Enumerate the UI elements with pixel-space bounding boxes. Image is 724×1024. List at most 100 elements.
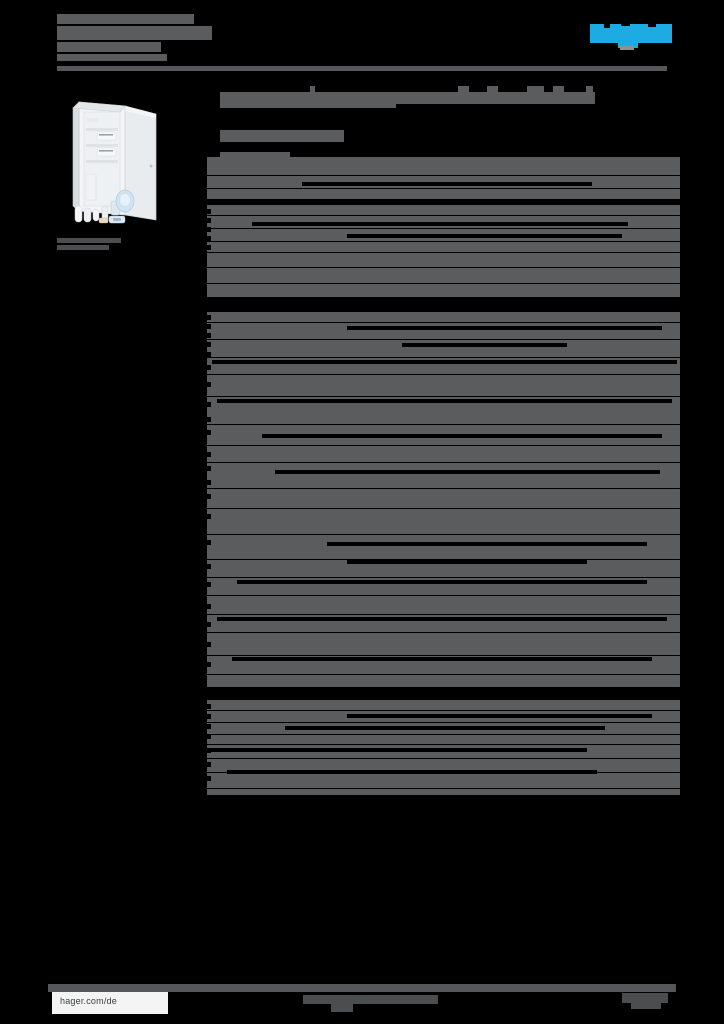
spec-row-divider	[207, 595, 680, 596]
spec-label-notch	[207, 333, 211, 338]
spec-label-notch	[207, 382, 211, 387]
footer-url-label: hager.com/de	[60, 996, 117, 1006]
hager-logo-shadow	[620, 46, 634, 50]
document-subtitle-redacted	[220, 130, 344, 142]
spec-label-notch	[207, 604, 211, 609]
document-title-redacted	[220, 92, 595, 104]
title-ascender-3	[487, 86, 498, 93]
spec-label-notch	[207, 734, 211, 739]
hager-logo	[590, 22, 672, 50]
spec-row-divider	[207, 734, 680, 735]
footer-url-box[interactable]: hager.com/de	[52, 992, 168, 1014]
spec-label-notch	[207, 365, 211, 370]
spec-label-notch	[207, 540, 211, 545]
product-photo-enclosure	[72, 101, 157, 224]
spec-row-divider	[207, 339, 680, 340]
footer-page-number-redacted-line2	[631, 1003, 661, 1009]
header-title-line-3	[57, 42, 161, 52]
spec-row-divider	[207, 252, 680, 253]
spec-label-notch	[207, 622, 211, 627]
spec-label-notch	[207, 494, 211, 499]
spec-value-gap	[347, 326, 662, 330]
spec-row-divider	[207, 559, 680, 560]
spec-value-gap	[232, 657, 652, 661]
spec-value-gap	[275, 470, 660, 474]
spec-label-notch	[207, 236, 211, 241]
spec-row-divider	[207, 655, 680, 656]
spec-label-notch	[207, 514, 211, 519]
spec-block-block-3	[207, 700, 680, 795]
footer-page-number-redacted	[622, 993, 668, 1003]
spec-row-divider	[207, 188, 680, 189]
spec-row-divider	[207, 534, 680, 535]
spec-row-divider	[207, 788, 680, 789]
spec-label-notch	[207, 452, 211, 457]
spec-block-block-1	[207, 205, 680, 297]
spec-value-gap	[347, 234, 622, 238]
footer-center-redacted-line2	[331, 1004, 353, 1012]
header-title-line-1	[57, 14, 194, 24]
header-title-redacted	[57, 14, 212, 61]
product-caption-redacted	[57, 238, 121, 243]
title-ascender-2	[458, 86, 469, 93]
hager-logo-tail	[618, 42, 638, 48]
spec-value-gap	[402, 343, 567, 347]
spec-value-gap	[302, 182, 592, 186]
document-footer: hager.com/de	[48, 984, 676, 1014]
spec-value-gap	[227, 770, 597, 774]
spec-label-notch	[207, 480, 211, 485]
spec-value-gap	[252, 222, 628, 226]
spec-value-gap	[347, 560, 587, 564]
spec-label-notch	[207, 315, 211, 320]
spec-row-divider	[207, 445, 680, 446]
spec-row-divider	[207, 322, 680, 323]
spec-value-gap	[217, 617, 667, 621]
title-ascender-5	[553, 86, 564, 93]
spec-label-notch	[207, 582, 211, 587]
title-ascender-1	[310, 86, 315, 93]
spec-row-divider	[207, 674, 680, 675]
spec-value-gap	[212, 360, 677, 364]
spec-row-divider	[207, 758, 680, 759]
spec-label-notch	[207, 430, 211, 435]
spec-row-divider	[207, 241, 680, 242]
spec-label-notch	[207, 342, 211, 347]
spec-row-divider	[207, 199, 680, 200]
header-title-line-2	[57, 26, 212, 40]
spec-label-notch	[207, 402, 211, 407]
spec-row-divider	[207, 228, 680, 229]
hager-logo-notch-b	[621, 22, 630, 26]
spec-label-notch	[207, 466, 211, 471]
spec-label-notch	[207, 704, 211, 709]
spec-label-notch	[207, 776, 211, 781]
spec-row-divider	[207, 283, 680, 284]
product-figure	[57, 88, 165, 256]
spec-value-gap	[347, 714, 652, 718]
spec-row-divider	[207, 722, 680, 723]
product-caption-redacted-line2	[57, 245, 109, 250]
spec-row-divider	[207, 267, 680, 268]
spec-value-gap	[262, 434, 662, 438]
footer-center-redacted	[303, 995, 438, 1004]
spec-value-gap	[207, 748, 587, 752]
spec-row-divider	[207, 424, 680, 425]
hager-logo-notch-a	[604, 22, 610, 28]
spec-block-header-band	[207, 157, 680, 200]
spec-row-divider	[207, 488, 680, 489]
spec-row-divider	[207, 374, 680, 375]
spec-row-divider	[207, 215, 680, 216]
spec-row-divider	[207, 508, 680, 509]
document-header	[0, 0, 724, 78]
spec-row-divider	[207, 632, 680, 633]
spec-label-notch	[207, 724, 211, 729]
spec-label-notch	[207, 352, 211, 357]
spec-row-divider	[207, 462, 680, 463]
header-divider-rule	[57, 66, 667, 71]
spec-row-divider	[207, 744, 680, 745]
spec-label-notch	[207, 324, 211, 329]
spec-label-notch	[207, 218, 211, 223]
spec-row-divider	[207, 357, 680, 358]
spec-value-gap	[237, 580, 647, 584]
spec-value-gap	[327, 542, 647, 546]
title-ascender-6	[586, 86, 593, 93]
